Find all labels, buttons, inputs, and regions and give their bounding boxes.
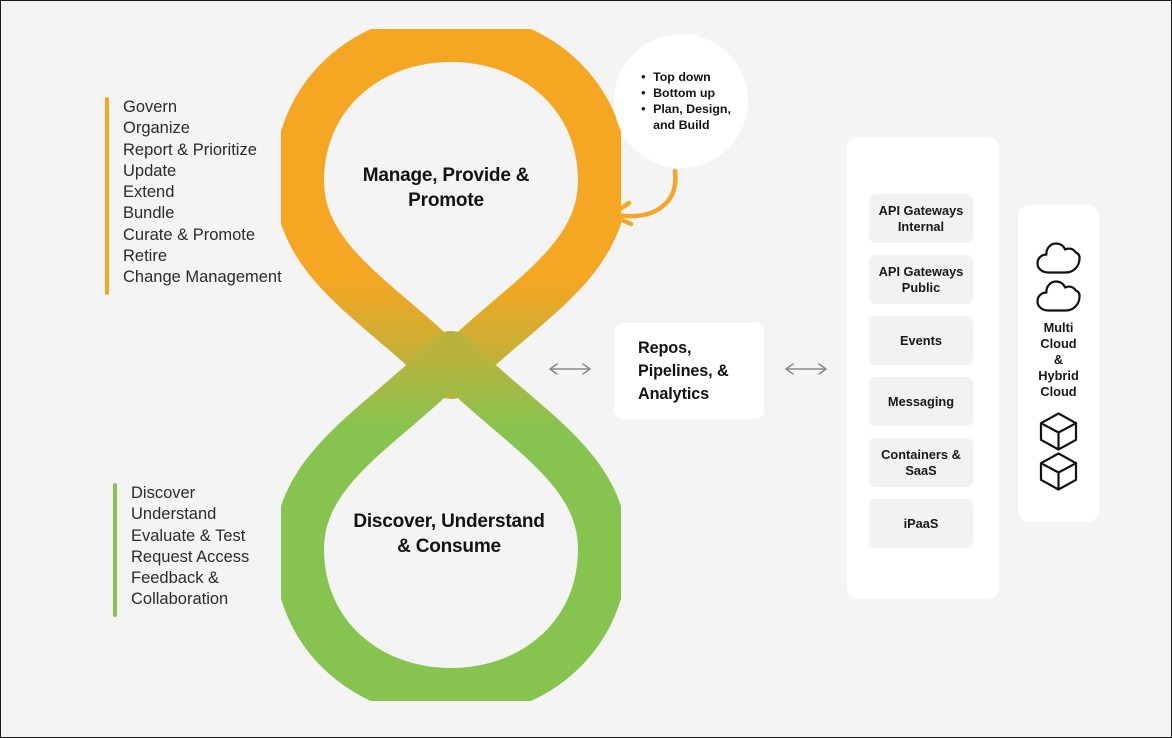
bullet-item: Bottom up [641,85,731,101]
list-item: Feedback & Collaboration [131,569,229,609]
service-box-label: iPaaS [903,515,939,531]
approach-bubble: Top down Bottom up Plan, Design, and Bui… [614,34,748,168]
service-box-label: Messaging [887,393,955,409]
curved-arrow-icon [608,168,678,227]
cloud-icon [1036,280,1081,312]
list-item: Retire [123,247,168,266]
service-box-label: Events [900,332,942,348]
list-item: Change Management [123,268,282,287]
cloud-panel-label: Multi Cloud & Hybrid Cloud [1038,320,1079,399]
approach-bullet-list: Top down Bottom up Plan, Design, and Bui… [631,69,731,134]
repos-pipelines-analytics-card: Repos, Pipelines, & Analytics [614,323,764,419]
repos-card-line: Pipelines, & [638,361,729,380]
service-box-messaging[interactable]: Messaging [869,377,973,426]
service-box-events[interactable]: Events [869,316,973,365]
bullet-item: Plan, Design, and Build [641,101,731,133]
list-item: Report & Prioritize [123,140,257,159]
cube-icon [1039,452,1078,491]
loop-top-orange [281,29,621,399]
list-item: Govern [123,98,178,116]
list-item: Discover [131,484,196,502]
consume-phase-list: Discover Understand Evaluate & Test Requ… [113,483,249,617]
consume-list-accent-bar [113,483,117,617]
list-item: Bundle [123,204,175,223]
service-box-api-gateways-internal[interactable]: API Gateways Internal [869,194,973,243]
list-item: Evaluate & Test [131,526,246,545]
loop-top-label: Manage, Provide & Promote [362,165,530,211]
loop-bottom-label: Discover, Understand & Consume [353,511,545,557]
repos-card-line: Analytics [638,384,710,403]
infinity-loop-graphic [281,29,621,701]
bullet-item: Top down [641,69,731,85]
list-item: Understand [131,505,217,524]
repos-card-line: Repos, [638,338,692,357]
list-item: Request Access [131,547,250,566]
list-item: Curate & Promote [123,225,256,244]
cloud-panel: Multi Cloud & Hybrid Cloud [1018,205,1099,522]
service-box-containers-saas[interactable]: Containers & SaaS [869,438,973,487]
cloud-icon [1036,242,1081,274]
service-box-label: Containers & SaaS [881,446,961,478]
service-box-api-gateways-public[interactable]: API Gateways Public [869,255,973,304]
service-box-ipaas[interactable]: iPaaS [869,499,973,548]
manage-list-accent-bar [105,97,109,295]
double-headed-arrow-right-icon [785,363,827,375]
manage-list-items: Govern Organize Report & Prioritize Upda… [109,97,282,295]
consume-list-items: Discover Understand Evaluate & Test Requ… [117,483,249,617]
services-panel: API Gateways Internal API Gateways Publi… [847,137,999,599]
list-item: Extend [123,183,175,202]
cube-icon [1039,412,1078,451]
list-item: Organize [123,119,190,138]
loop-bottom-green [281,331,621,701]
list-item: Update [123,161,177,180]
double-headed-arrow-left-icon [549,363,591,375]
service-box-label: API Gateways Public [878,263,964,295]
manage-phase-list: Govern Organize Report & Prioritize Upda… [105,97,282,295]
service-box-label: API Gateways Internal [878,202,964,234]
